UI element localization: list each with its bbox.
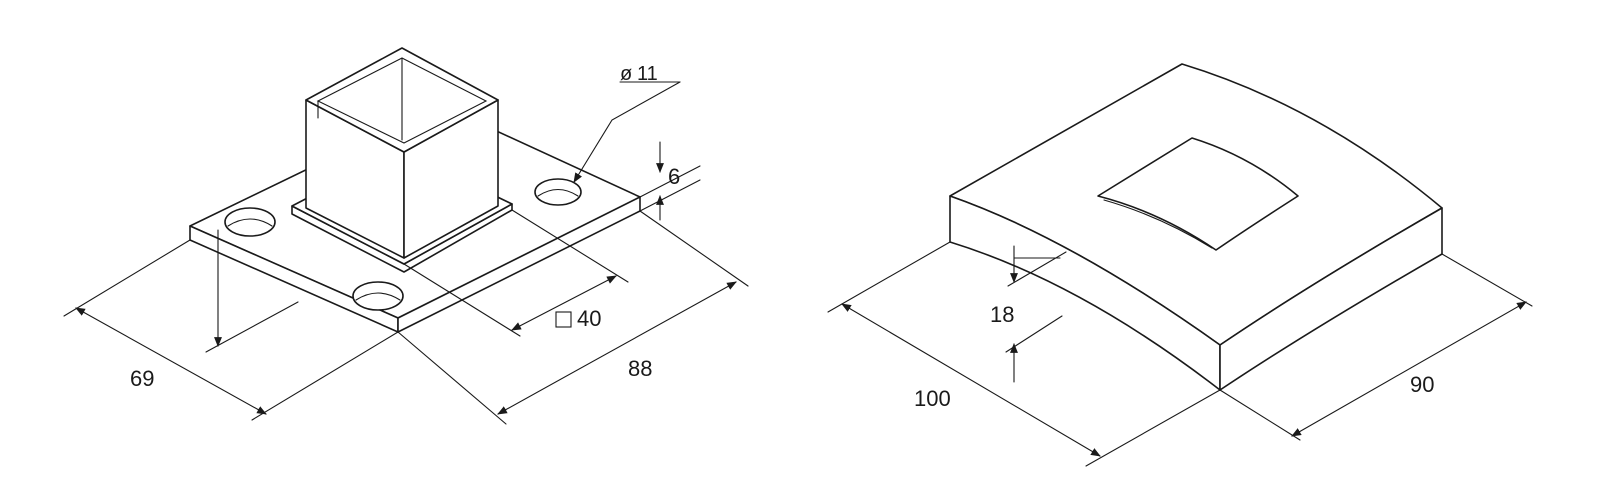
plate-hole-right bbox=[534, 178, 582, 206]
hole-leader-line bbox=[573, 81, 681, 183]
cover-width-label: 90 bbox=[1410, 372, 1434, 397]
plate-hole-left bbox=[224, 207, 276, 237]
tube-size-label: 40 bbox=[577, 306, 601, 331]
width-label: 69 bbox=[130, 366, 154, 391]
length-label: 88 bbox=[628, 356, 652, 381]
thickness-label: 6 bbox=[668, 164, 680, 189]
cover-plate-drawing: 18 100 90 bbox=[827, 63, 1533, 467]
hole-diameter-symbol: ø bbox=[620, 63, 632, 85]
cover-height-label: 18 bbox=[990, 302, 1014, 327]
tube-size-dimension: 40 bbox=[555, 306, 601, 331]
hole-diameter-label: 11 bbox=[637, 63, 658, 85]
cover-length-label: 100 bbox=[914, 386, 951, 411]
cover-square-opening bbox=[1097, 137, 1299, 251]
plate-hole-front bbox=[352, 281, 404, 311]
base-plate-drawing: ø 11 6 40 69 88 bbox=[63, 47, 749, 425]
